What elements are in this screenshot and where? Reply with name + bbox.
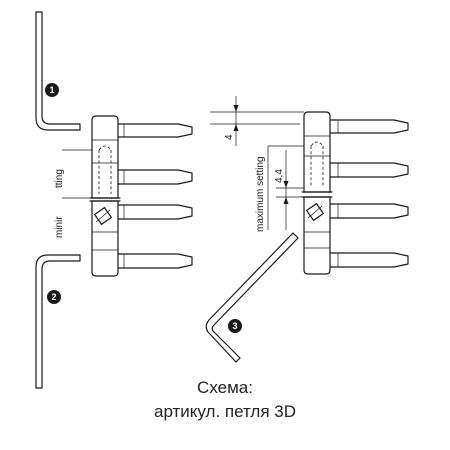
caption-subtitle: артикул. петля 3D: [153, 402, 297, 421]
fitting-label: tting: [54, 169, 65, 188]
marker-2: 2: [47, 290, 61, 304]
svg-text:4: 4: [224, 134, 235, 140]
dimension-4: 4: [210, 96, 304, 146]
minimum-label: minir: [54, 216, 65, 238]
svg-text:2: 2: [51, 292, 56, 302]
maximum-setting-label: maximum setting: [255, 156, 266, 232]
marker-3: 3: [228, 319, 242, 333]
hex-key-2: [35, 254, 81, 389]
right-hinge-pins: [323, 119, 409, 268]
left-hinge-pins: [109, 123, 193, 269]
dimension-4-4: 4,4 maximum setting: [255, 145, 304, 232]
caption-title: Схема:: [197, 378, 253, 397]
left-hinge: tting minir: [54, 115, 193, 277]
right-hinge: [301, 111, 409, 275]
hex-key-3: [205, 232, 299, 363]
left-hinge-barrel: [89, 115, 121, 277]
marker-1: 1: [45, 83, 59, 97]
svg-text:4,4: 4,4: [274, 169, 285, 183]
svg-text:1: 1: [49, 85, 54, 95]
right-hinge-barrel: [301, 111, 333, 275]
hex-key-1: [35, 11, 81, 131]
svg-text:3: 3: [232, 321, 237, 331]
